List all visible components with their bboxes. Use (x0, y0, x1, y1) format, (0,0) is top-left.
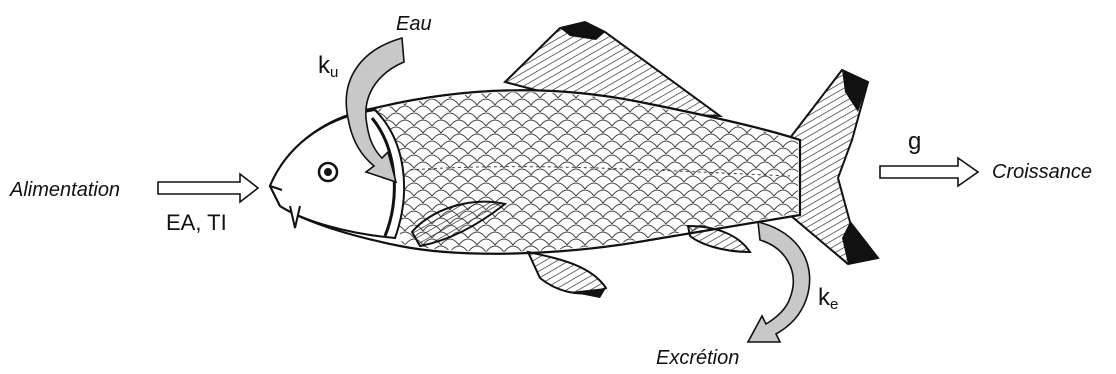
growth-rate-label: g (908, 130, 921, 154)
elimination-rate-label: ke (818, 286, 838, 312)
uptake-rate-label: ku (318, 54, 338, 80)
uptake-rate-symbol: k (318, 52, 330, 79)
elimination-rate-subscript: e (830, 296, 838, 313)
feeding-arrow-icon (158, 174, 258, 202)
uptake-rate-subscript: u (330, 64, 338, 81)
barbel (290, 206, 300, 228)
water-label: Eau (396, 14, 432, 34)
elimination-rate-symbol: k (818, 284, 830, 311)
feeding-label: Alimentation (10, 180, 120, 200)
growth-label: Croissance (992, 162, 1092, 182)
pelvic-fin (528, 252, 606, 293)
tail-fin (790, 70, 878, 264)
growth-arrow-icon (880, 158, 978, 186)
excretion-arrow-icon (748, 222, 810, 342)
excretion-label: Excrétion (656, 348, 739, 368)
anal-fin (688, 226, 750, 252)
feeding-params-label: EA, TI (166, 212, 227, 234)
